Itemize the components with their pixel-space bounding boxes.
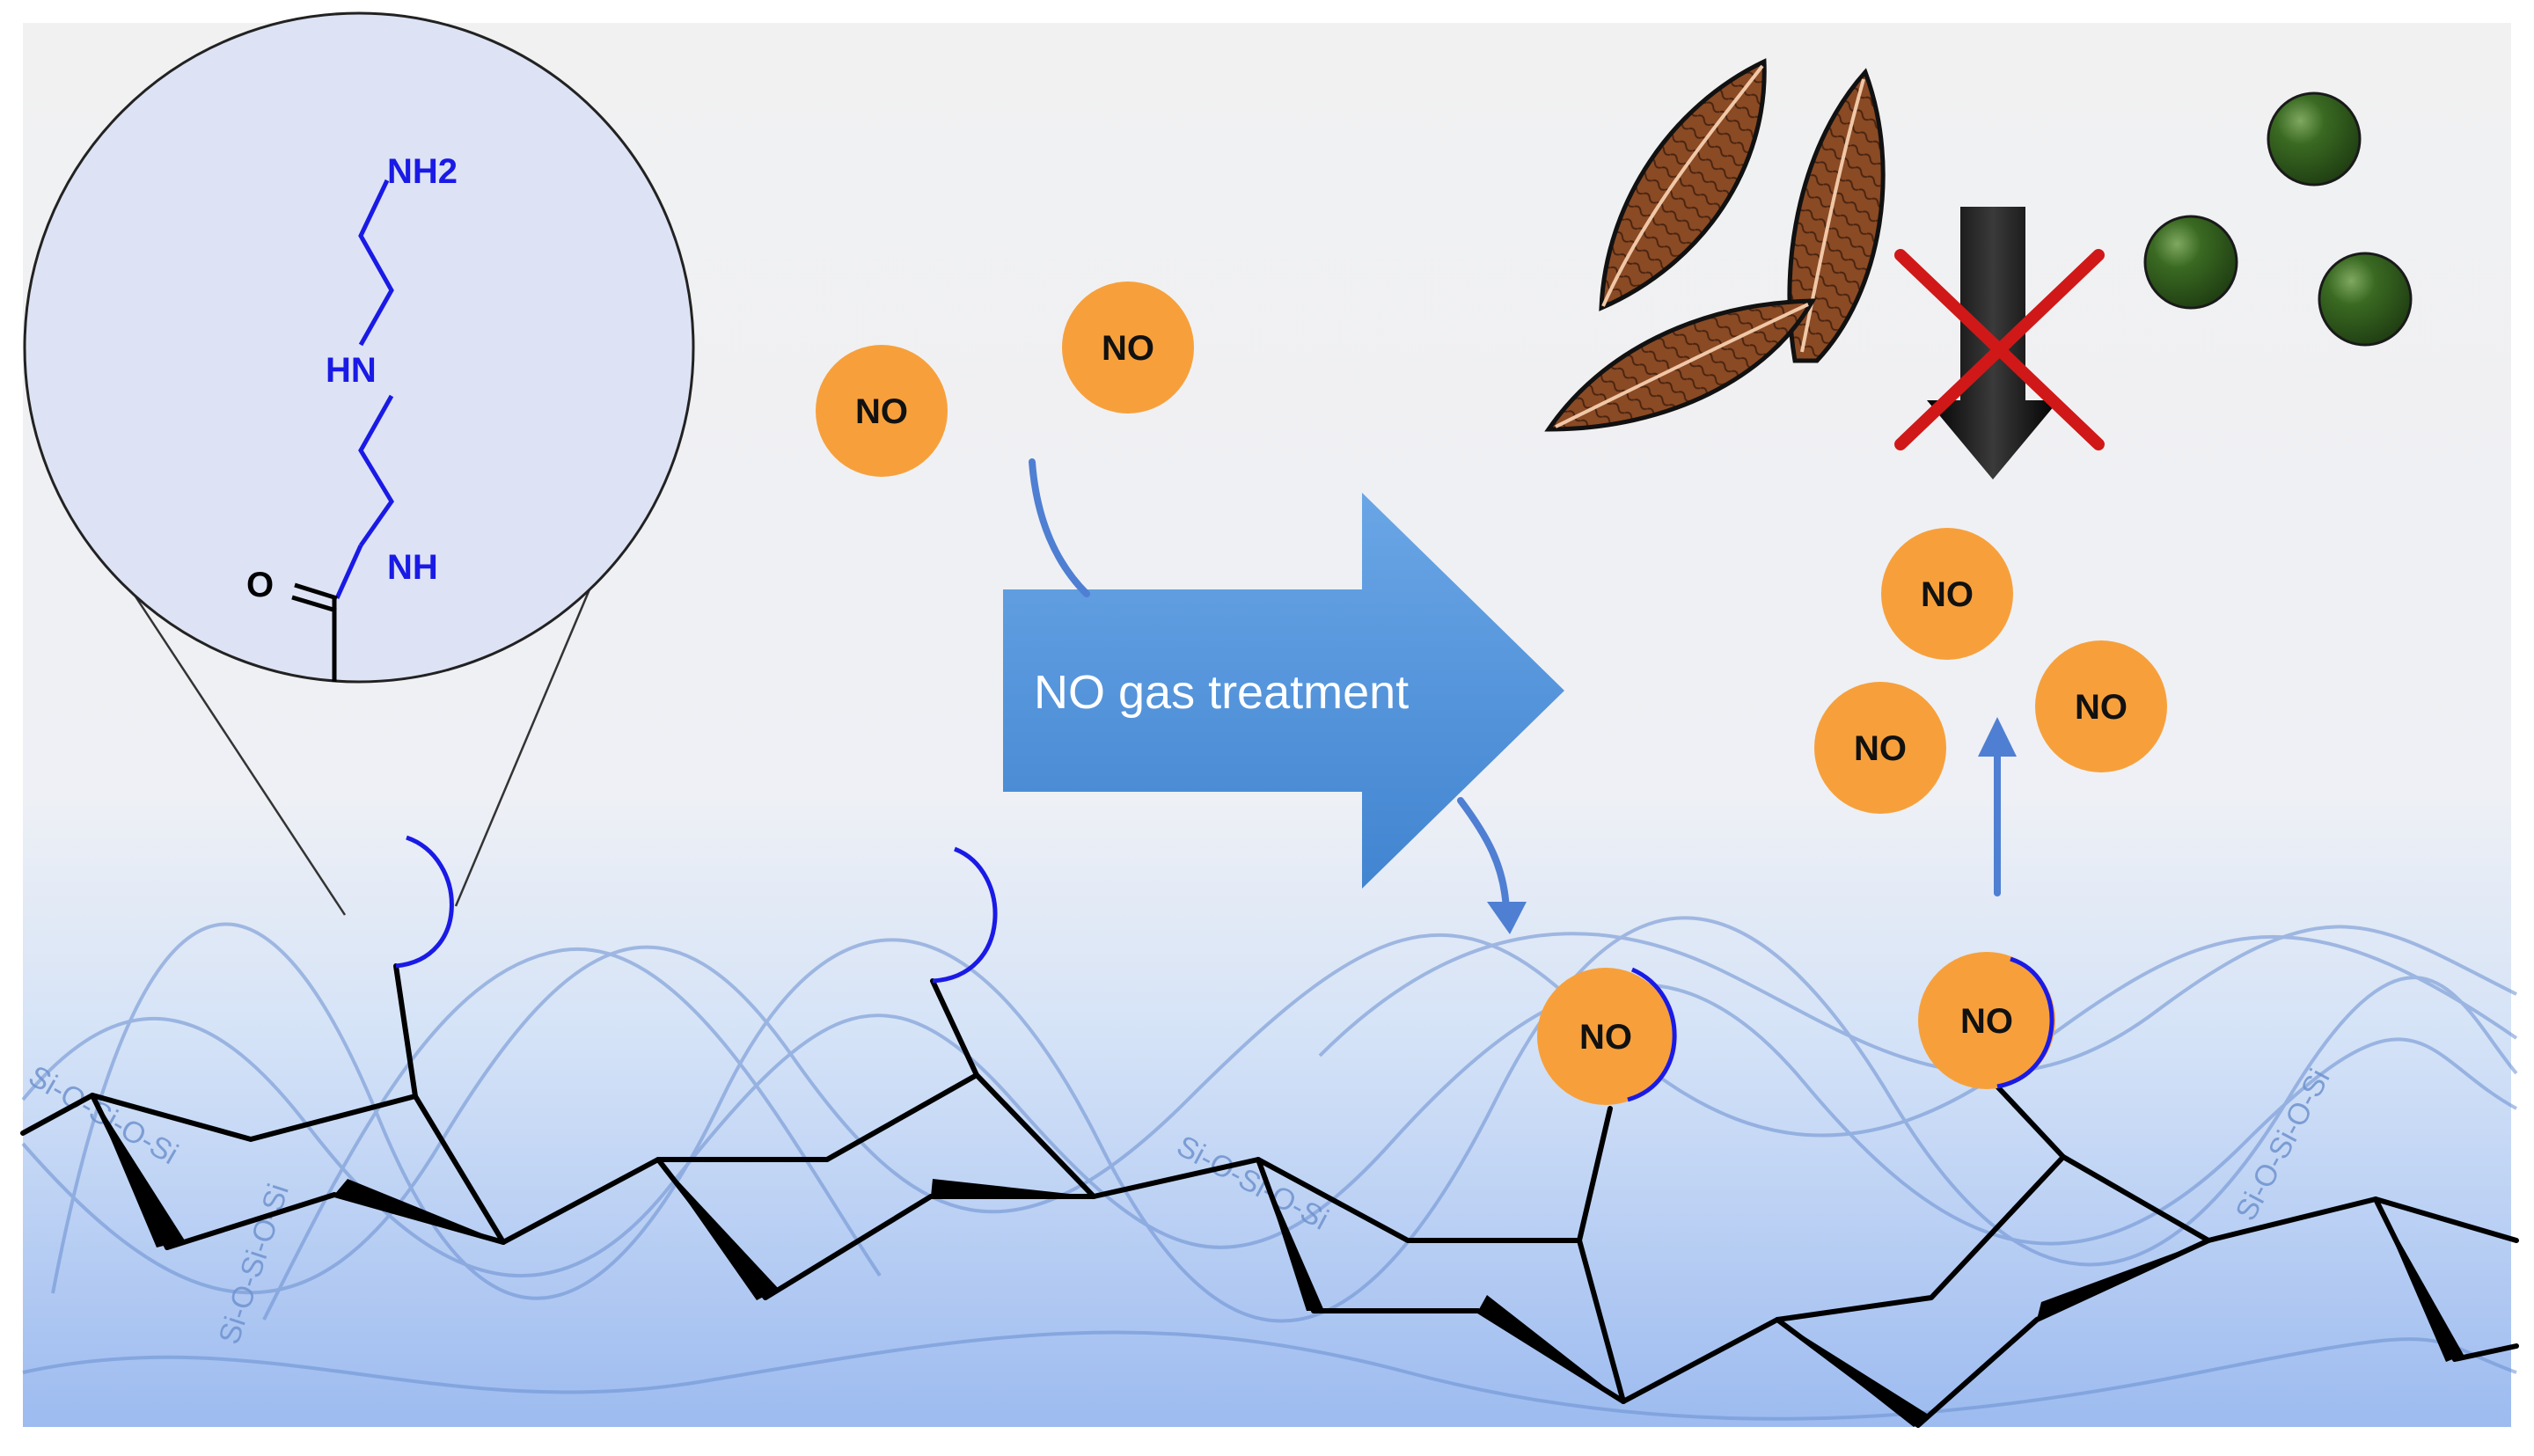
cross-line-2 [1894,249,2105,450]
no-molecule-bound-2: NO [1918,952,2055,1089]
bacteria-rods-icon [1544,58,1886,432]
coccus-3 [2318,252,2413,347]
no-molecule-released-1: NO [1881,528,2013,660]
coccus-2 [2143,215,2238,310]
molecule-structure: NH2 HN NH O [246,152,458,682]
binding-sites [395,835,998,984]
treatment-arrow: NO gas treatment [1003,493,1564,889]
rod-2 [1787,68,1886,363]
no-molecule-free-2: NO [1062,282,1194,413]
binding-arc-1 [395,835,454,969]
binding-arc-2 [932,846,998,984]
blocked-down-arrow-icon [1894,207,2105,479]
no-molecule-free-1: NO [816,345,948,477]
binding-arrowhead-icon [1487,902,1527,934]
svg-text:NO: NO [855,392,908,431]
arrow-label: NO gas treatment [1034,666,1409,719]
coccus-1 [2267,91,2362,187]
arrowheads [1487,717,2017,934]
label-nh: NH [387,548,438,587]
svg-text:NO: NO [1921,575,1974,614]
entry-curve [1029,458,1090,597]
svg-text:NO: NO [1960,1002,2013,1041]
svg-text:NO: NO [2075,688,2128,727]
magnifier-lines [130,589,591,916]
rod-1 [1599,58,1767,311]
release-arrowhead-icon [1978,717,2017,757]
cocci-spheres-icon [2143,91,2413,347]
svg-text:NO: NO [1854,729,1907,768]
label-nh2: NH2 [387,152,458,191]
backbone-wedges [92,1095,2464,1427]
svg-text:NO: NO [1579,1018,1632,1057]
no-molecule-released-2: NO [1814,682,1946,814]
label-hn: HN [326,351,377,390]
svg-text:NO: NO [1102,329,1154,368]
binding-curve [1457,797,1510,914]
label-o: O [246,566,274,604]
no-molecules: NO NO NO NO NO NO NO [816,282,2167,1105]
no-molecule-bound-1: NO [1537,967,1677,1105]
magnifier-circle-icon [23,11,695,684]
flow-arrows [1029,458,2001,914]
no-molecule-released-3: NO [2035,640,2167,772]
